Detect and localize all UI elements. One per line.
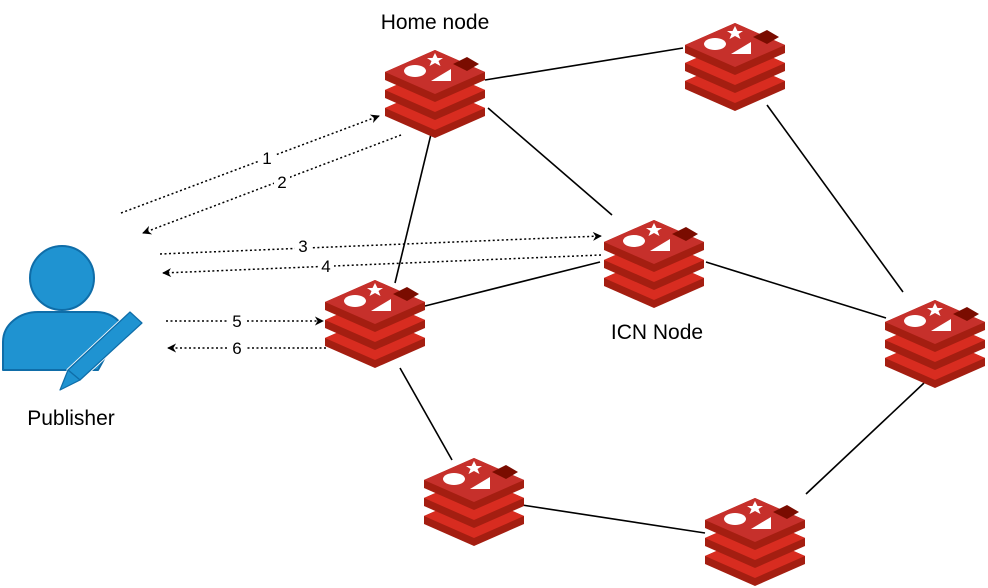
link-right-bottomright bbox=[805, 382, 925, 495]
redis-node-icon bbox=[885, 300, 985, 388]
link-left-bottom bbox=[399, 367, 453, 461]
link-bottom-bottomright bbox=[521, 504, 706, 534]
link-topright-right bbox=[766, 104, 904, 293]
arrow-step-1 bbox=[120, 114, 380, 214]
link-icn-right bbox=[705, 261, 887, 319]
link-home-icn bbox=[487, 107, 613, 216]
user-edit-icon[interactable] bbox=[2, 245, 144, 391]
home-node-label: Home node bbox=[381, 11, 490, 34]
link-home-left bbox=[394, 129, 433, 284]
network-links bbox=[394, 47, 925, 534]
redis-node-icon bbox=[604, 220, 704, 308]
step-label-6: 6 bbox=[232, 339, 241, 358]
arrow-step-3 bbox=[159, 231, 602, 255]
redis-node-icon bbox=[385, 50, 485, 138]
redis-node-icon bbox=[424, 458, 524, 546]
publisher-label: Publisher bbox=[27, 407, 115, 430]
node-right[interactable] bbox=[885, 300, 985, 388]
redis-node-icon bbox=[325, 280, 425, 368]
node-icn[interactable] bbox=[604, 220, 704, 308]
link-home-topright bbox=[484, 47, 684, 81]
node-home[interactable] bbox=[385, 50, 485, 138]
step-label-1: 1 bbox=[262, 149, 271, 168]
redis-node-icon bbox=[705, 498, 805, 586]
node-top-right[interactable] bbox=[685, 23, 785, 111]
step-label-5: 5 bbox=[232, 312, 241, 331]
message-arrows bbox=[120, 114, 602, 353]
redis-node-icon bbox=[685, 23, 785, 111]
step-label-3: 3 bbox=[298, 237, 307, 256]
arrow-step-4 bbox=[162, 254, 602, 278]
node-bottom[interactable] bbox=[424, 458, 524, 546]
step-label-4: 4 bbox=[321, 257, 330, 276]
node-bottom-right[interactable] bbox=[705, 498, 805, 586]
link-left-icn bbox=[424, 261, 601, 307]
arrow-step-2 bbox=[142, 134, 402, 235]
node-left-middle[interactable] bbox=[325, 280, 425, 368]
step-label-2: 2 bbox=[277, 173, 286, 192]
pen-icon bbox=[59, 310, 144, 391]
step-labels: 1 2 3 4 5 6 bbox=[229, 149, 334, 358]
icn-node-label: ICN Node bbox=[611, 321, 703, 344]
